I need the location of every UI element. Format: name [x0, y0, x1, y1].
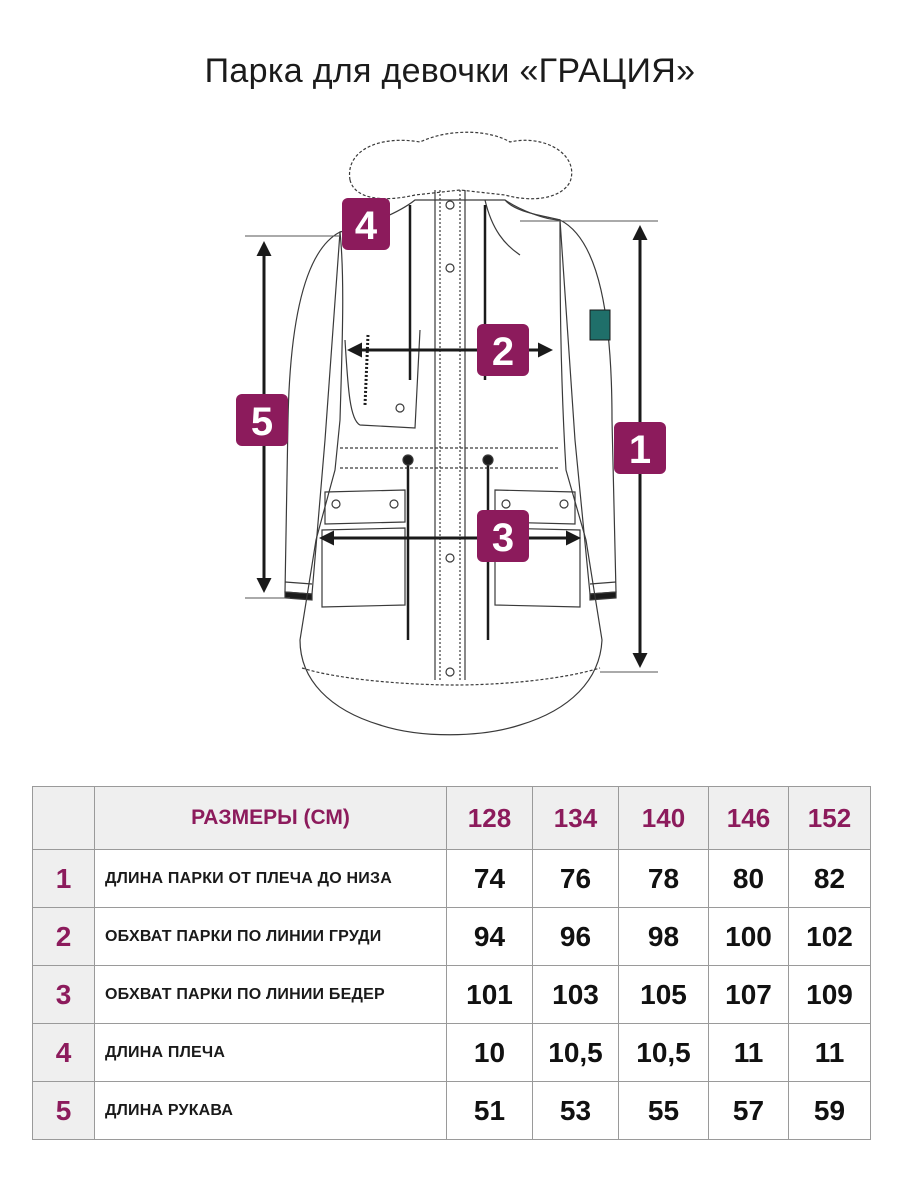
badge-5: 5: [236, 394, 288, 446]
badge-4: 4: [342, 198, 390, 250]
header-sizes-label: РАЗМЕРЫ (СМ): [94, 786, 447, 850]
table-cell: 101: [446, 965, 533, 1024]
size-col-header: 146: [708, 786, 789, 850]
row-number: 4: [32, 1023, 95, 1082]
row-label: ДЛИНА ПЛЕЧА: [94, 1023, 447, 1082]
table-header-row: РАЗМЕРЫ (СМ) 128 134 140 146 152: [32, 786, 871, 850]
table-cell: 10: [446, 1023, 533, 1082]
table-cell: 55: [618, 1081, 709, 1140]
table-cell: 74: [446, 849, 533, 908]
size-col-header: 128: [446, 786, 533, 850]
table-cell: 78: [618, 849, 709, 908]
badge-1-label: 1: [629, 428, 651, 472]
table-cell: 102: [788, 907, 871, 966]
badge-4-label: 4: [355, 204, 378, 248]
badge-5-label: 5: [251, 400, 273, 444]
size-col-header: 140: [618, 786, 709, 850]
table-row: 1 ДЛИНА ПАРКИ ОТ ПЛЕЧА ДО НИЗА 74 76 78 …: [32, 849, 871, 908]
row-number: 2: [32, 907, 95, 966]
table-cell: 109: [788, 965, 871, 1024]
table-cell: 53: [532, 1081, 619, 1140]
table-cell: 105: [618, 965, 709, 1024]
table-cell: 103: [532, 965, 619, 1024]
table-row: 2 ОБХВАТ ПАРКИ ПО ЛИНИИ ГРУДИ 94 96 98 1…: [32, 907, 871, 966]
table-cell: 107: [708, 965, 789, 1024]
row-number: 5: [32, 1081, 95, 1140]
table-row: 4 ДЛИНА ПЛЕЧА 10 10,5 10,5 11 11: [32, 1023, 871, 1082]
table-row: 3 ОБХВАТ ПАРКИ ПО ЛИНИИ БЕДЕР 101 103 10…: [32, 965, 871, 1024]
table-cell: 59: [788, 1081, 871, 1140]
table-cell: 10,5: [532, 1023, 619, 1082]
table-cell: 80: [708, 849, 789, 908]
table-cell: 11: [788, 1023, 871, 1082]
header-corner-cell: [32, 786, 95, 850]
table-cell: 94: [446, 907, 533, 966]
parka-diagram: 4 2 5 1 3: [236, 131, 666, 736]
row-label: ДЛИНА РУКАВА: [94, 1081, 447, 1140]
table-cell: 51: [446, 1081, 533, 1140]
badge-1: 1: [614, 422, 666, 474]
table-cell: 98: [618, 907, 709, 966]
row-number: 1: [32, 849, 95, 908]
table-cell: 100: [708, 907, 789, 966]
row-label: ОБХВАТ ПАРКИ ПО ЛИНИИ БЕДЕР: [94, 965, 447, 1024]
table-cell: 82: [788, 849, 871, 908]
table-cell: 96: [532, 907, 619, 966]
badge-3-label: 3: [492, 516, 514, 560]
row-label: ОБХВАТ ПАРКИ ПО ЛИНИИ ГРУДИ: [94, 907, 447, 966]
badge-2-label: 2: [492, 330, 514, 374]
table-cell: 76: [532, 849, 619, 908]
size-table: РАЗМЕРЫ (СМ) 128 134 140 146 152 1 ДЛИНА…: [32, 786, 871, 1140]
row-label: ДЛИНА ПАРКИ ОТ ПЛЕЧА ДО НИЗА: [94, 849, 447, 908]
row-number: 3: [32, 965, 95, 1024]
parka-outline: [284, 131, 617, 736]
table-cell: 10,5: [618, 1023, 709, 1082]
table-row: 5 ДЛИНА РУКАВА 51 53 55 57 59: [32, 1081, 871, 1140]
badge-2: 2: [477, 324, 529, 376]
size-col-header: 152: [788, 786, 871, 850]
size-col-header: 134: [532, 786, 619, 850]
sleeve-patch: [589, 309, 611, 341]
page-title: Парка для девочки «ГРАЦИЯ»: [204, 52, 696, 90]
badge-3: 3: [477, 510, 529, 562]
table-cell: 57: [708, 1081, 789, 1140]
table-cell: 11: [708, 1023, 789, 1082]
